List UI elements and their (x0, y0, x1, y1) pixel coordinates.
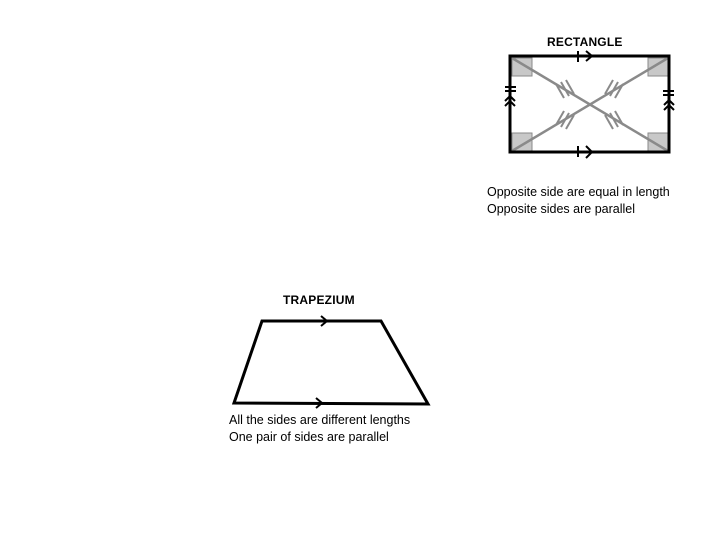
parallel-arrow-bottom (585, 145, 594, 159)
parallel-double-arrow-left-2 (504, 99, 516, 107)
diagonals (511, 56, 669, 153)
rectangle-property-2: Opposite sides are parallel (487, 202, 635, 216)
tick-mark-upper-right (604, 79, 624, 99)
trapezium-property-2: One pair of sides are parallel (229, 430, 389, 444)
parallel-double-arrow-left-1 (504, 94, 516, 102)
diagonal-bl-tr (511, 56, 669, 153)
parallel-arrow-trapezium-top (320, 315, 329, 327)
right-angle-markers (511, 57, 669, 152)
parallel-double-arrow-right-2 (663, 103, 675, 111)
right-angle-marker-top-left (511, 57, 533, 77)
rectangle-title: RECTANGLE (547, 35, 623, 49)
trapezium-properties: All the sides are different lengths One … (229, 412, 410, 446)
parallel-arrow-trapezium-bottom (315, 397, 324, 409)
rectangle-top-side-markings (577, 50, 594, 62)
tick-mark-upper-left (555, 79, 575, 99)
parallel-arrow-top (585, 50, 594, 62)
tick-mark-lower-left (555, 110, 575, 130)
rectangle-properties: Opposite side are equal in length Opposi… (487, 184, 670, 218)
rectangle-property-1: Opposite side are equal in length (487, 185, 670, 199)
tick-mark-lower-right (604, 110, 624, 130)
parallel-double-arrow-right-1 (663, 98, 675, 106)
trapezium-title: TRAPEZIUM (283, 293, 355, 307)
rectangle-bottom-side-markings (577, 145, 594, 159)
trapezium-property-1: All the sides are different lengths (229, 413, 411, 427)
diagonal-tick-marks (555, 79, 624, 130)
trapezium-outline (231, 319, 431, 406)
rectangle-left-side-markings (504, 86, 516, 107)
rectangle-right-side-markings (663, 90, 675, 111)
